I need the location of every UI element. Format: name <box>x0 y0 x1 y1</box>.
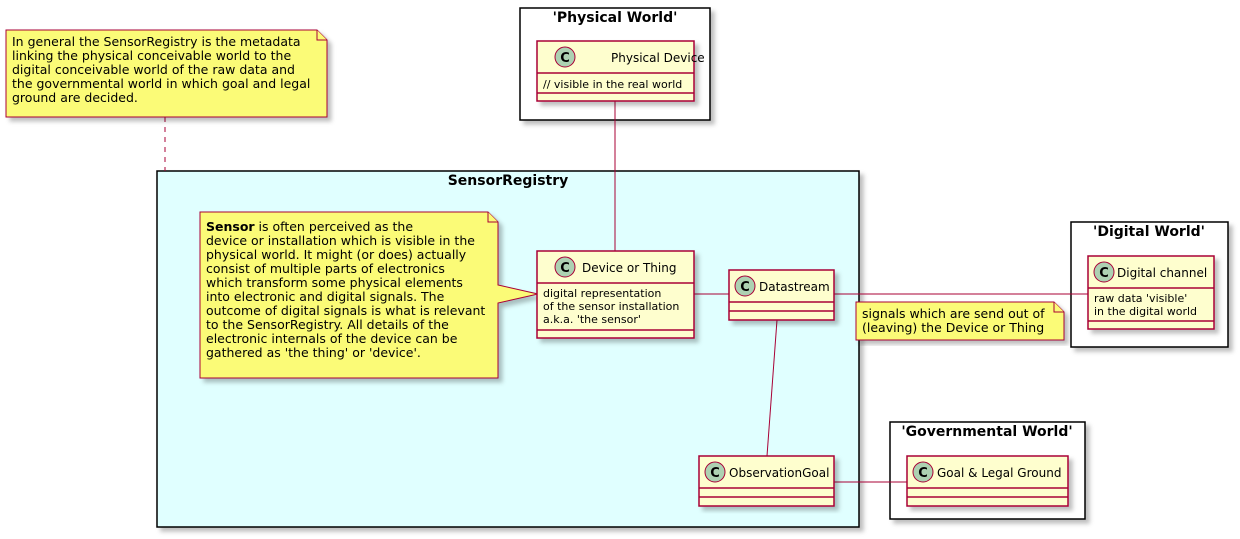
class-stereotype-icon <box>1093 261 1115 283</box>
note-line: ground are decided. <box>12 90 138 105</box>
class-name: ObservationGoal <box>729 466 829 480</box>
class-stereotype-icon <box>912 461 934 483</box>
note-line: (leaving) the Device or Thing <box>862 320 1044 335</box>
class-attribute: raw data 'visible' <box>1094 292 1187 305</box>
class-attribute: of the sensor installation <box>543 300 679 313</box>
class-attribute: digital representation <box>543 287 661 300</box>
class-name: Digital channel <box>1117 266 1207 280</box>
edges <box>164 101 1088 483</box>
class-attribute: in the digital world <box>1094 305 1197 318</box>
class-goal-legal-ground[interactable]: C Goal & Legal Ground <box>906 455 1069 507</box>
class-stereotype-letter: C <box>1099 266 1109 281</box>
class-name: Device or Thing <box>582 261 676 275</box>
package-title: 'Digital World' <box>1093 224 1205 240</box>
class-stereotype-icon <box>734 275 756 297</box>
note-bold-word: Sensor <box>206 219 255 234</box>
note-line: gathered as 'the thing' or 'device'. <box>206 345 421 360</box>
class-name: Physical Device <box>611 51 705 65</box>
note-line: outcome of digital signals is what is re… <box>206 303 485 318</box>
note-line: In general the SensorRegistry is the met… <box>12 34 301 49</box>
class-stereotype-letter: C <box>918 466 928 481</box>
class-stereotype-icon <box>704 461 726 483</box>
class-stereotype-letter: C <box>560 261 570 276</box>
package-title: 'Physical World' <box>553 10 678 26</box>
note-line: device or installation which is visible … <box>206 233 475 248</box>
class-name: Datastream <box>759 280 830 294</box>
class-attribute: a.k.a. 'the sensor' <box>543 313 641 326</box>
class-device-or-thing[interactable]: C Device or Thing digital representation… <box>536 250 695 339</box>
note-signals: signals which are send out of (leaving) … <box>855 301 1065 341</box>
note-line: electronic internals of the device can b… <box>206 331 458 346</box>
svg-text:In general the SensorRegistry: In general the SensorRegistry is the met… <box>12 34 314 105</box>
svg-text:signals which are send out of: signals which are send out of (leaving) … <box>862 306 1049 335</box>
note-general: In general the SensorRegistry is the met… <box>5 29 328 118</box>
class-name: Goal & Legal Ground <box>937 466 1061 480</box>
class-datastream[interactable]: C Datastream <box>728 269 835 321</box>
class-stereotype-icon <box>554 256 576 278</box>
note-sensor: Sensor is often perceived as the device … <box>199 211 539 379</box>
note-line: is often perceived as the <box>255 219 414 234</box>
edge-datastream-to-observationgoal <box>766 319 778 457</box>
class-stereotype-letter: C <box>560 51 570 66</box>
class-attribute: // visible in the real world <box>543 78 682 91</box>
note-line: which transform some physical elements <box>206 275 463 290</box>
note-line: into electronic and digital signals. The <box>206 289 445 304</box>
class-observation-goal[interactable]: C ObservationGoal <box>698 455 835 507</box>
note-line: physical world. It might (or does) actua… <box>206 247 467 262</box>
note-line: signals which are send out of <box>862 306 1045 321</box>
class-stereotype-letter: C <box>710 466 720 481</box>
svg-text:Sensor is often perceived as t: Sensor is often perceived as the device … <box>206 219 489 360</box>
class-stereotype-letter: C <box>740 280 750 295</box>
note-line: to the SensorRegistry. All details of th… <box>206 317 449 332</box>
class-stereotype-icon <box>554 46 576 68</box>
note-line: the governmental world in which goal and… <box>12 76 310 91</box>
note-line: linking the physical conceivable world t… <box>12 48 291 63</box>
note-line: consist of multiple parts of electronics <box>206 261 445 276</box>
note-line: digital conceivable world of the raw dat… <box>12 62 295 77</box>
class-physical-device[interactable]: C Physical Device // visible in the real… <box>536 40 705 102</box>
class-digital-channel[interactable]: C Digital channel raw data 'visible' in … <box>1087 255 1215 330</box>
package-title: SensorRegistry <box>448 173 569 189</box>
package-title: 'Governmental World' <box>901 424 1072 440</box>
